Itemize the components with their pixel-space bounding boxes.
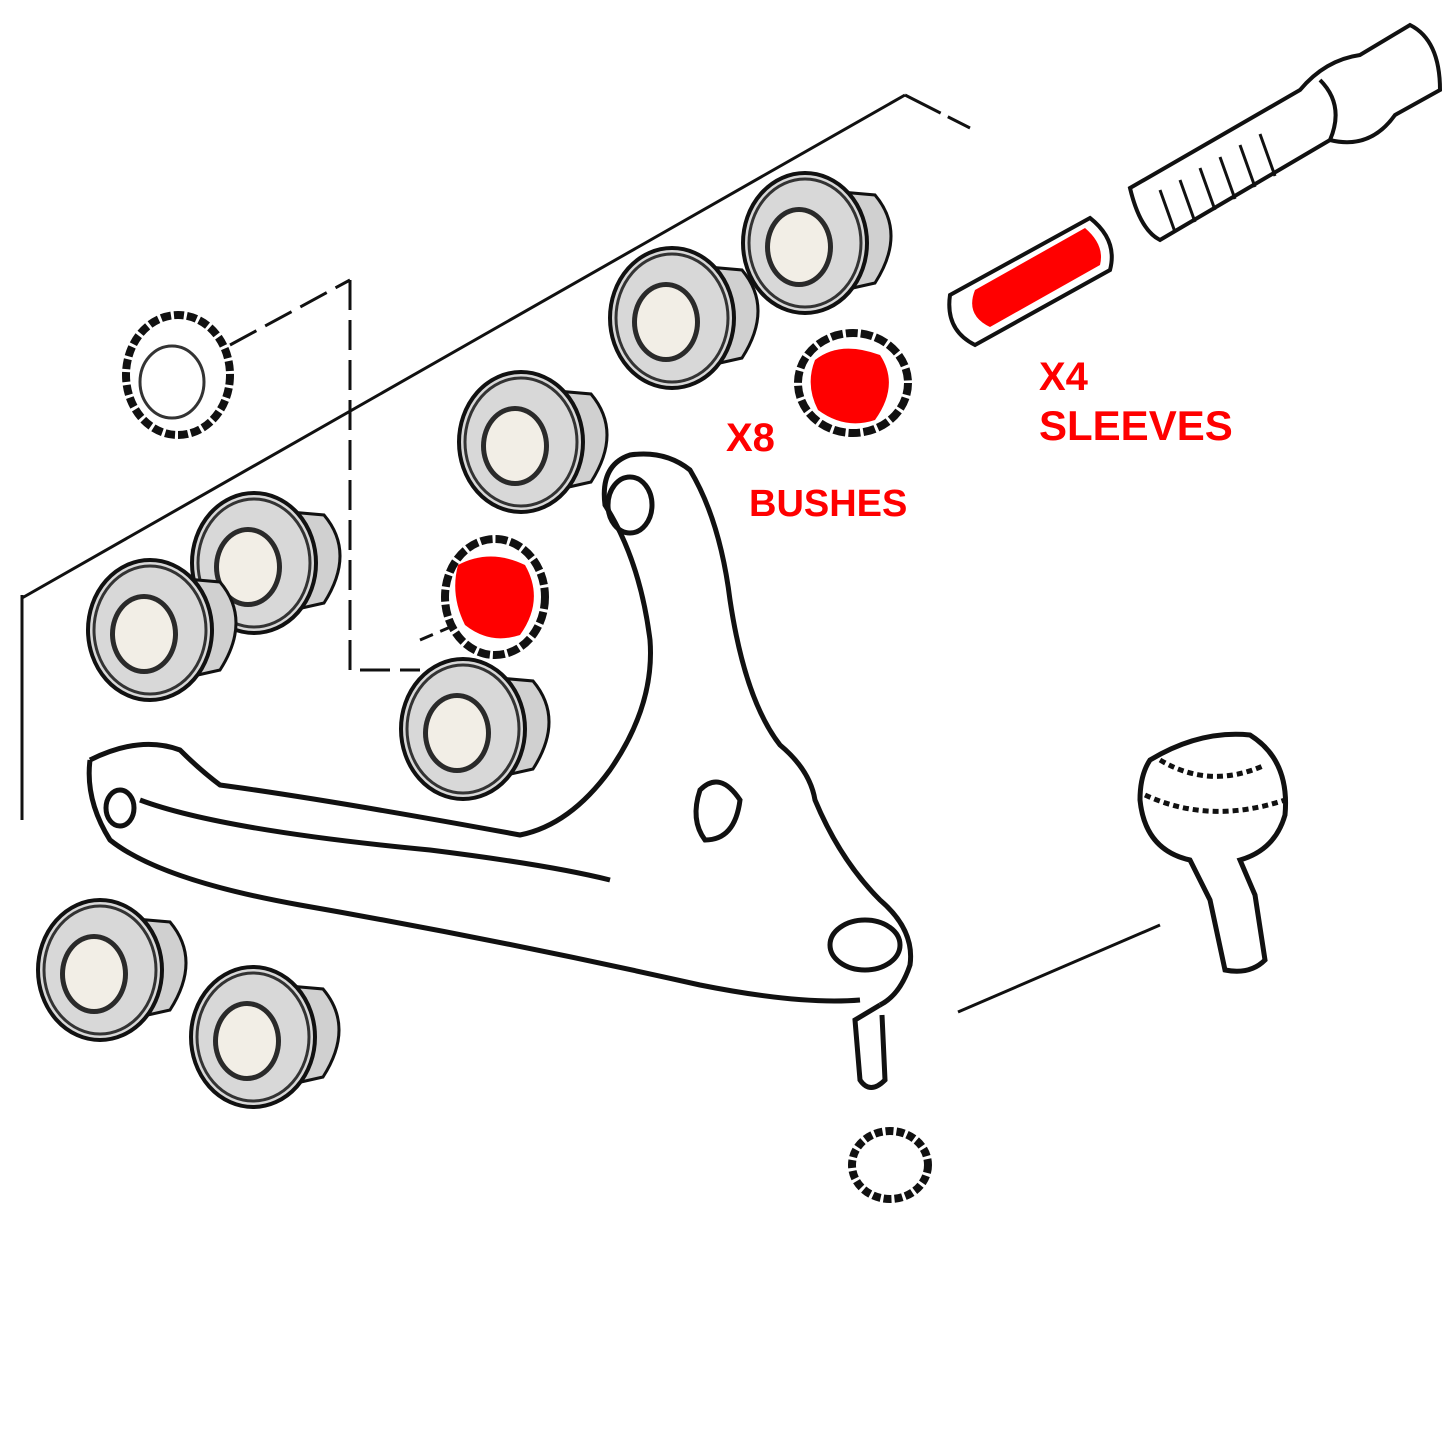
highlighted-bush-icon-1 [794,329,912,437]
nut-icon-1 [122,311,234,439]
ball-joint-icon [1137,731,1289,974]
bushes-quantity-label: X8 [726,416,775,460]
rubber-bush-icon-6 [399,657,551,801]
highlighted-bush-icon-2 [441,535,549,659]
rubber-bush-icon-3 [457,370,609,514]
metal-sleeve-icon [947,215,1114,348]
nut-icon-2 [848,1127,932,1203]
rubber-bush-icon-1 [741,171,893,315]
rubber-bush-icon-2 [608,246,760,390]
assembly-frame-lines [20,93,1161,1014]
sleeves-label: SLEEVES [1039,402,1233,449]
sleeves-quantity-label: X4 [1039,355,1088,399]
bushes-label: BUSHES [749,483,908,525]
control-arm-icon [86,451,914,1090]
bolt-icon [1127,22,1443,243]
rubber-bush-icon-5 [86,558,238,702]
rubber-bush-icon-8 [189,965,341,1109]
rubber-bush-icon-7 [36,898,188,1042]
